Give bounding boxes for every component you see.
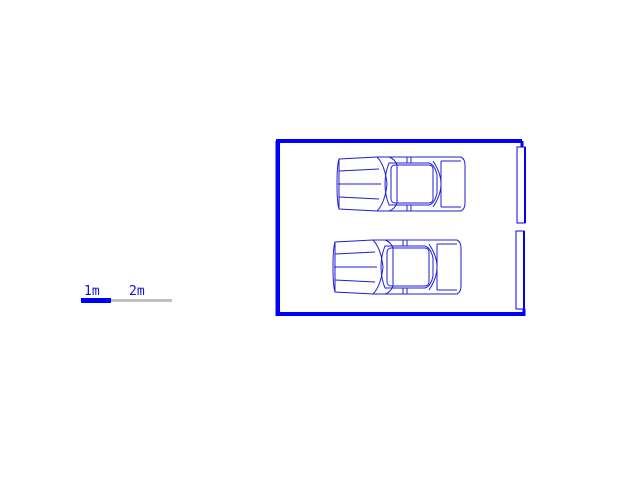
garage-walls bbox=[275, 139, 524, 316]
scale-segment-1m bbox=[81, 298, 111, 303]
scale-segment-2m bbox=[111, 299, 172, 302]
scale-label-1m: 1m bbox=[84, 284, 100, 299]
scale-bar: 1m 2m bbox=[81, 284, 172, 303]
car-top bbox=[336, 156, 466, 212]
door-lower bbox=[515, 230, 525, 310]
door-upper bbox=[516, 146, 526, 224]
car-bottom bbox=[332, 239, 462, 295]
garage-doors bbox=[515, 141, 526, 316]
scale-label-2m: 2m bbox=[129, 284, 145, 299]
